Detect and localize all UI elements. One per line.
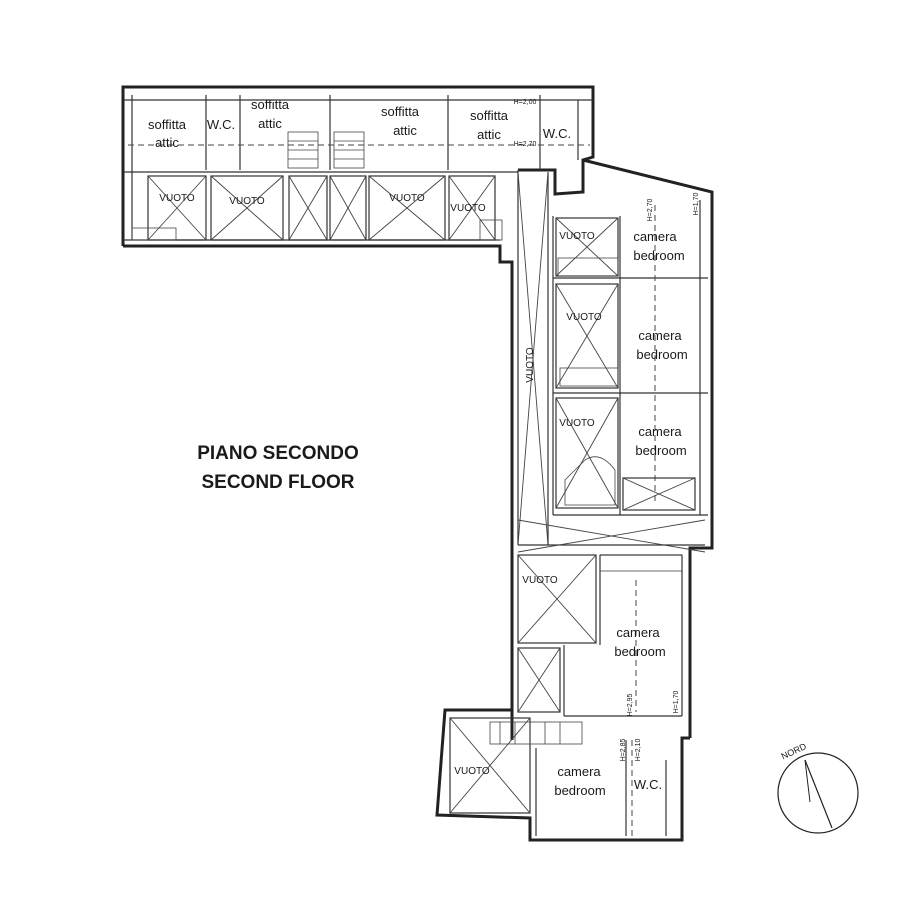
void-label: VUOTO	[559, 418, 595, 429]
room-label-wc1: W.C.	[207, 117, 235, 132]
title-line-1: PIANO SECONDO	[197, 443, 359, 464]
compass-circle	[777, 752, 859, 834]
void-label: VUOTO	[454, 766, 490, 777]
room-label-bedroom3-it: camera	[638, 424, 682, 439]
void-label: VUOTO	[566, 312, 602, 323]
height-label: H=2,00	[514, 99, 537, 106]
height-label: H=2,70	[647, 199, 654, 222]
room-label-attic1-it: soffitta	[148, 117, 187, 132]
height-label: H=1,70	[693, 193, 700, 216]
height-label: H=2,10	[635, 739, 642, 762]
room-label-attic3-it: soffitta	[381, 104, 420, 119]
compass-label: NORD	[780, 741, 809, 761]
void-label-corridor: VUOTO	[525, 347, 536, 383]
room-label-bedroom4-it: camera	[616, 625, 660, 640]
void-label: VUOTO	[229, 196, 265, 207]
corridor-void	[517, 170, 706, 553]
room-label-bedroom5-en: bedroom	[554, 783, 605, 798]
room-label-bedroom3-en: bedroom	[635, 443, 686, 458]
void-label: VUOTO	[450, 203, 486, 214]
room-label-attic4-en: attic	[477, 127, 501, 142]
room-label-attic1-en: attic	[155, 135, 179, 150]
room-label-bedroom1-en: bedroom	[633, 248, 684, 263]
height-markers: H=2,00 H=2,70 H=2,70 H=1,70 H=2,95 H=1,7…	[514, 99, 700, 761]
outer-walls	[121, 85, 714, 842]
room-label-attic4-it: soffitta	[470, 108, 509, 123]
room-label-bedroom1-it: camera	[633, 229, 677, 244]
room-label-bedroom2-it: camera	[638, 328, 682, 343]
lower-right-wing	[517, 554, 683, 717]
height-label: H=1,70	[673, 691, 680, 714]
north-compass: NORD	[777, 741, 859, 834]
bottom-block	[449, 717, 667, 836]
height-label: H=2,85	[620, 739, 627, 762]
compass-needle-left	[804, 759, 811, 803]
height-label: H=2,70	[514, 141, 537, 148]
title-line-2: SECOND FLOOR	[201, 472, 354, 493]
top-void-boxes	[131, 175, 503, 241]
void-label: VUOTO	[389, 193, 425, 204]
plan-title: PIANO SECONDO SECOND FLOOR	[197, 443, 359, 493]
room-labels: soffitta attic W.C. soffitta attic soffi…	[148, 97, 688, 798]
void-label: VUOTO	[522, 575, 558, 586]
top-wing-interior	[123, 95, 593, 241]
room-label-attic3-en: attic	[393, 123, 417, 138]
right-building-interior	[552, 200, 708, 516]
room-label-bedroom5-it: camera	[557, 764, 601, 779]
room-label-wc2: W.C.	[543, 126, 571, 141]
room-label-bedroom2-en: bedroom	[636, 347, 687, 362]
compass-needle	[804, 759, 833, 829]
room-label-attic2-it: soffitta	[251, 97, 290, 112]
height-label: H=2,95	[627, 694, 634, 717]
void-labels: VUOTO VUOTO VUOTO VUOTO VUOTO VUOTO VUOT…	[159, 193, 602, 777]
void-label: VUOTO	[159, 193, 195, 204]
room-label-attic2-en: attic	[258, 116, 282, 131]
room-label-wc3: W.C.	[634, 777, 662, 792]
void-label: VUOTO	[559, 231, 595, 242]
room-label-bedroom4-en: bedroom	[614, 644, 665, 659]
